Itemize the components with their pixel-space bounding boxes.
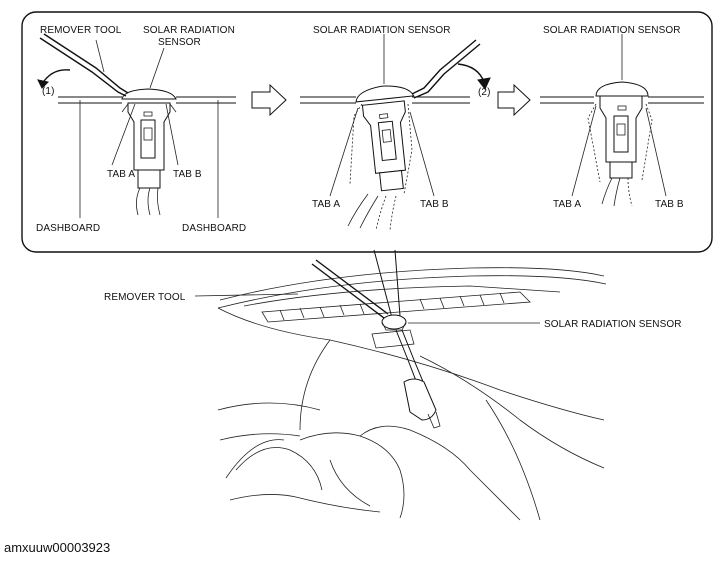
step2-illustration	[300, 34, 491, 231]
detail-panel-border	[21, 11, 713, 253]
step-arrow-1	[251, 83, 287, 117]
label-solar-radiation-sensor-main: SOLAR RADIATION SENSOR	[544, 319, 682, 330]
label-step1: (1)	[42, 86, 55, 97]
label-dashboard-2: DASHBOARD	[182, 223, 246, 234]
figure-id: amxuuw00003923	[4, 540, 111, 555]
label-tab-a-1: TAB A	[107, 169, 135, 180]
label-tab-a-3: TAB A	[553, 199, 581, 210]
label-solar-radiation-sensor-3: SOLAR RADIATION SENSOR	[543, 25, 681, 36]
step3-illustration	[540, 34, 704, 207]
label-tab-b-3: TAB B	[655, 199, 684, 210]
step-arrow-2	[497, 83, 531, 117]
label-remover-tool-main: REMOVER TOOL	[104, 292, 186, 303]
label-dashboard-1: DASHBOARD	[36, 223, 100, 234]
label-tab-a-2: TAB A	[312, 199, 340, 210]
step1-illustration	[37, 33, 236, 218]
label-step2: (2)	[478, 87, 491, 98]
label-solar-radiation-sensor-2: SOLAR RADIATION SENSOR	[313, 25, 451, 36]
label-solar-radiation: SOLAR RADIATION	[143, 25, 235, 36]
dashboard-illustration	[217, 259, 607, 521]
label-tab-b-1: TAB B	[173, 169, 202, 180]
label-tab-b-2: TAB B	[420, 199, 449, 210]
label-remover-tool-1: REMOVER TOOL	[40, 25, 122, 36]
label-sensor: SENSOR	[158, 37, 201, 48]
